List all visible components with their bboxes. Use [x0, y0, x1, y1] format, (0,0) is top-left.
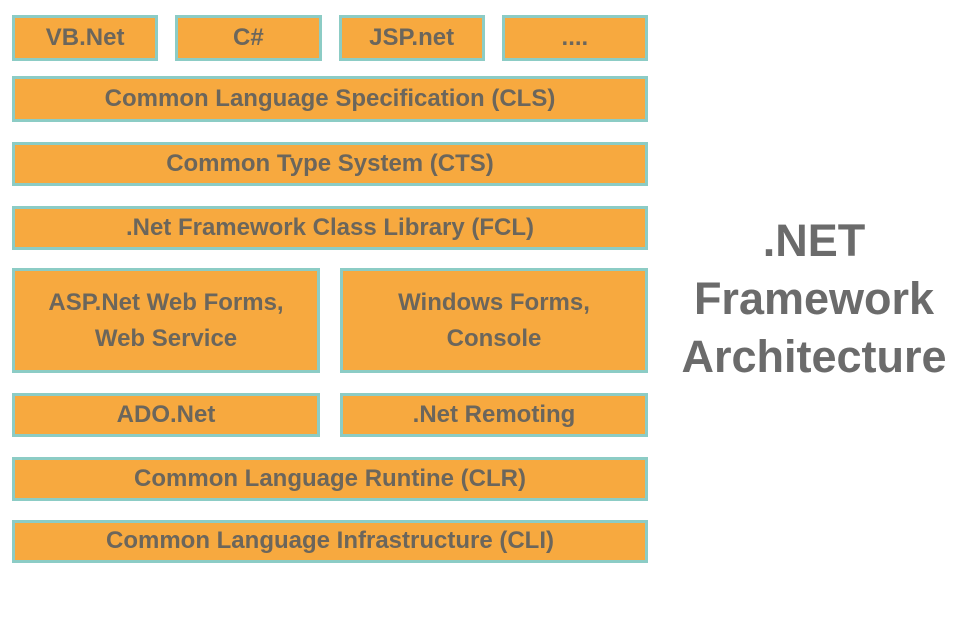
cls-row: Common Language Specification (CLS): [12, 76, 648, 122]
box-jspnet: JSP.net: [338, 15, 485, 61]
diagram-title: .NET Framework Architecture: [668, 212, 960, 386]
application-models-row: ASP.Net Web Forms, Web Service Windows F…: [12, 268, 648, 373]
box-aspnet-webforms: ASP.Net Web Forms, Web Service: [12, 268, 320, 373]
box-fcl: .Net Framework Class Library (FCL): [12, 206, 648, 250]
clr-row: Common Language Runtine (CLR): [12, 457, 648, 501]
box-windows-forms-line2: Console: [446, 324, 542, 352]
box-csharp: C#: [175, 15, 322, 61]
cts-row: Common Type System (CTS): [12, 142, 648, 186]
box-cts: Common Type System (CTS): [12, 142, 648, 186]
diagram-title-line2: Framework: [693, 273, 935, 324]
box-net-remoting: .Net Remoting: [340, 393, 648, 437]
box-aspnet-webforms-line1: ASP.Net Web Forms,: [48, 288, 284, 316]
box-cls: Common Language Specification (CLS): [12, 76, 648, 122]
cli-row: Common Language Infrastructure (CLI): [12, 520, 648, 563]
box-windows-forms: Windows Forms, Console: [340, 268, 648, 373]
diagram-title-line1: .NET: [762, 215, 866, 266]
box-aspnet-webforms-line2: Web Service: [94, 324, 238, 352]
fcl-row: .Net Framework Class Library (FCL): [12, 206, 648, 250]
diagram-title-line3: Architecture: [681, 331, 947, 382]
languages-row: VB.Net C# JSP.net ....: [12, 15, 648, 61]
box-clr: Common Language Runtine (CLR): [12, 457, 648, 501]
layer-stack: VB.Net C# JSP.net .... Common Language S…: [12, 0, 648, 630]
box-adonet: ADO.Net: [12, 393, 320, 437]
data-services-row: ADO.Net .Net Remoting: [12, 393, 648, 437]
box-other-languages: ....: [501, 15, 648, 61]
box-vbnet: VB.Net: [12, 15, 159, 61]
box-windows-forms-line1: Windows Forms,: [398, 288, 590, 316]
box-cli: Common Language Infrastructure (CLI): [12, 520, 648, 563]
